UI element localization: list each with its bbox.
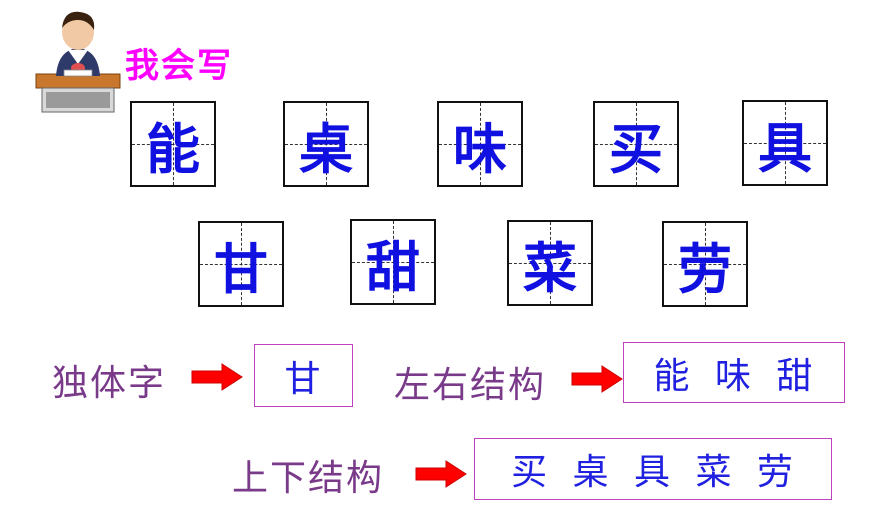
- group-label-left-right: 左右结构: [394, 365, 547, 406]
- group-label-single: 独体字: [52, 363, 167, 404]
- grid-character: 桌: [299, 116, 353, 181]
- grid-character: 菜: [523, 235, 577, 300]
- answer-box-left-right: 能 味 甜: [623, 342, 845, 403]
- right-arrow-icon: [415, 460, 467, 488]
- answer-box-top-bottom: 买 桌 具 菜 劳: [474, 438, 832, 500]
- right-arrow-icon: [571, 365, 623, 393]
- char-grid: 具: [742, 100, 828, 186]
- char-grid: 味: [437, 101, 523, 187]
- grid-character: 买: [609, 116, 663, 181]
- char-grid: 买: [593, 101, 679, 187]
- char-grid: 菜: [507, 220, 593, 306]
- student-writing-illustration: [35, 11, 121, 113]
- grid-character: 具: [758, 115, 812, 180]
- grid-character: 劳: [678, 236, 732, 301]
- grid-character: 能: [146, 116, 200, 181]
- grid-character: 甜: [366, 234, 420, 299]
- answer-box-single: 甘: [254, 344, 353, 407]
- right-arrow-icon: [191, 363, 243, 391]
- group-label-top-bottom: 上下结构: [232, 458, 385, 499]
- char-grid: 甜: [350, 219, 436, 305]
- char-grid: 能: [130, 101, 216, 187]
- char-grid: 劳: [662, 221, 748, 307]
- char-grid: 甘: [198, 221, 284, 307]
- char-grid: 桌: [283, 101, 369, 187]
- page-title: 我会写: [125, 46, 233, 86]
- grid-character: 味: [453, 116, 507, 181]
- grid-character: 甘: [214, 236, 268, 301]
